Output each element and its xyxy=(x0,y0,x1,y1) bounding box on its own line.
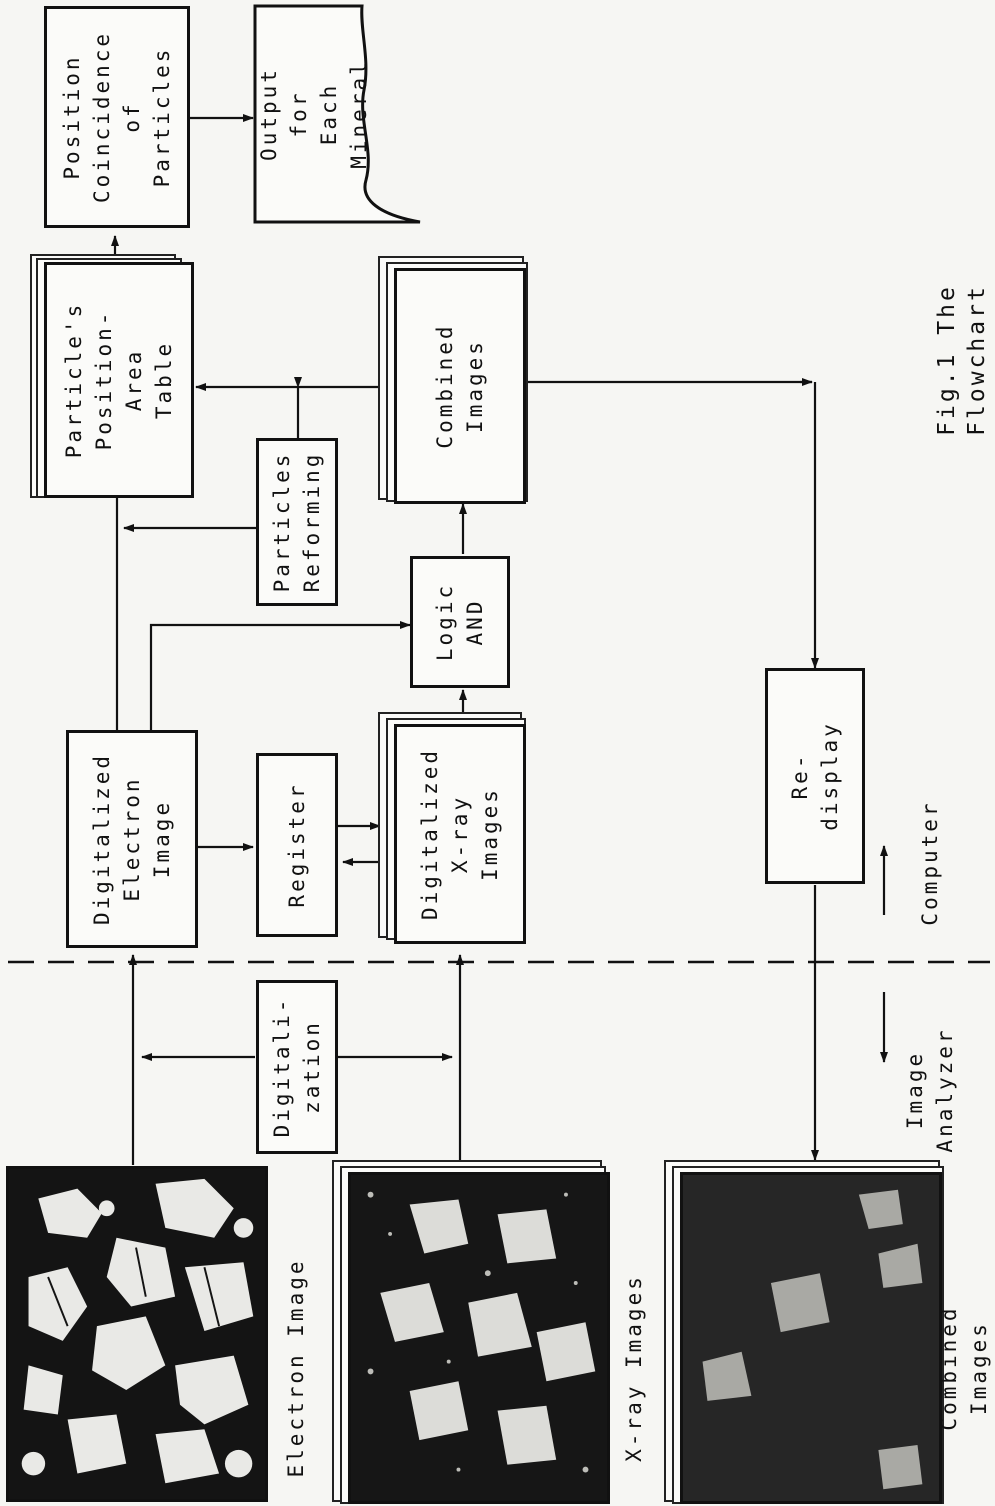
electron-image-label: Electron Image xyxy=(281,1258,311,1477)
digitalization-label: Digitali- zation xyxy=(267,997,327,1138)
electron-image-photo xyxy=(6,1166,268,1502)
digitalized-electron-box: Digitalized Electron Image xyxy=(66,730,198,948)
combined-images-box: Combined Images xyxy=(394,268,526,504)
position-area-table-label: Particle's Position-Area Table xyxy=(59,302,179,458)
redisplay-label: Re-display xyxy=(785,721,845,831)
combined-images-label: Combined Images xyxy=(934,1305,994,1430)
logic-and-label: Logic AND xyxy=(430,583,490,661)
digitalized-xray-box: Digitalized X-ray Images xyxy=(394,724,526,944)
digitalized-electron-label: Digitalized Electron Image xyxy=(87,753,177,925)
digitalization-box: Digitali- zation xyxy=(256,980,338,1154)
position-coincidence-label: Position Coincidence of Particles xyxy=(57,31,177,203)
position-coincidence-box: Position Coincidence of Particles xyxy=(44,6,190,228)
image-analyzer-label: Image Analyzer xyxy=(900,1027,960,1152)
combined-images-photo xyxy=(680,1172,942,1504)
computer-label: Computer xyxy=(915,800,945,925)
register-label: Register xyxy=(282,782,312,907)
register-box: Register xyxy=(256,753,338,937)
particles-reforming-label: Particles Reforming xyxy=(267,452,327,593)
digitalized-xray-label: Digitalized X-ray Images xyxy=(415,748,505,920)
xray-images-label: X-ray Images xyxy=(619,1274,649,1462)
figure-caption: Fig.1 The Flowchart xyxy=(932,284,992,436)
output-box: Output for Each Mineral xyxy=(255,6,373,222)
logic-and-box: Logic AND xyxy=(410,556,510,688)
combined-images-box-label: Combined Images xyxy=(430,323,490,448)
xray-images-photo xyxy=(348,1172,610,1504)
redisplay-box: Re-display xyxy=(765,668,865,884)
output-label: Output for Each Mineral xyxy=(254,59,374,169)
particles-reforming-box: Particles Reforming xyxy=(256,438,338,606)
position-area-table-box: Particle's Position-Area Table xyxy=(44,262,194,498)
